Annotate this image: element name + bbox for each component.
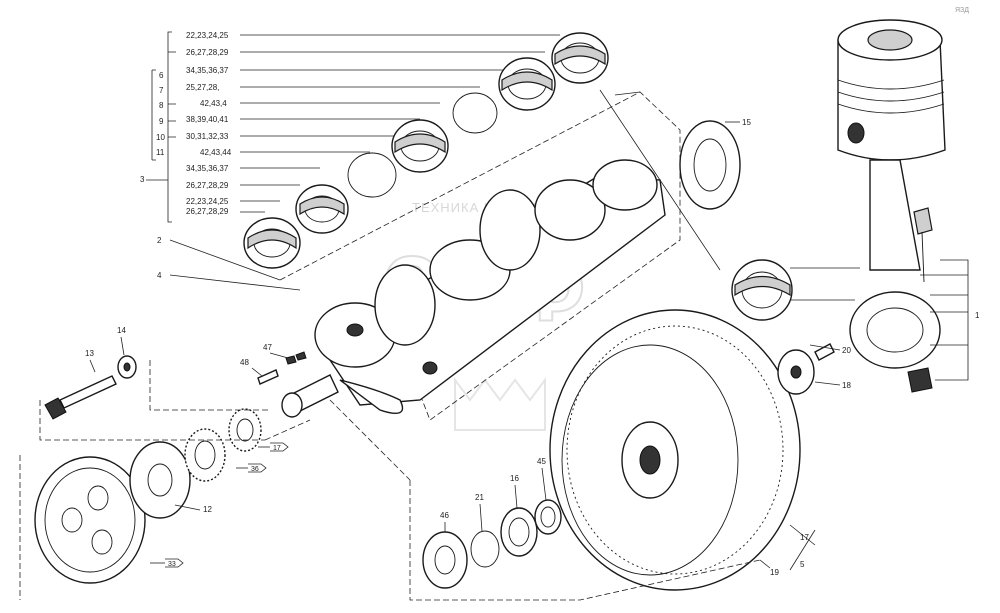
oil-seal	[679, 120, 741, 210]
ring-label: 22,23,24,25	[186, 197, 229, 206]
part-number-4: 4	[157, 271, 162, 280]
bracket-number: 6	[159, 71, 164, 80]
ring-label: 25,27,28,	[186, 83, 219, 92]
part-number-47: 47	[263, 343, 272, 352]
crank-pulley	[34, 456, 146, 584]
ring-label: 42,43,44	[200, 148, 232, 157]
corner-mark: ЯЗД	[955, 7, 969, 14]
callout-36: 36	[236, 463, 267, 473]
callout-33: 33	[150, 558, 184, 568]
pilot-bearing	[422, 531, 468, 589]
bracket-number: 8	[159, 101, 164, 110]
part-number-18: 18	[842, 381, 851, 390]
ring-label: 26,27,28,29	[186, 207, 229, 216]
front-bolt	[44, 375, 117, 420]
bracket-number: 11	[156, 148, 165, 157]
spacer-ring	[534, 499, 562, 535]
part-number-2: 2	[157, 236, 162, 245]
ring-label: 34,35,36,37	[186, 66, 229, 75]
crank-gear-large	[184, 428, 226, 482]
bearing-shell	[243, 217, 301, 269]
piston-connecting-rod	[837, 19, 946, 393]
part-number-1: 1	[975, 311, 980, 320]
bearing-shell	[498, 57, 556, 111]
bearing-shell	[391, 119, 449, 173]
ring-label: 26,27,28,29	[186, 48, 229, 57]
part-number-13: 13	[85, 349, 94, 358]
piston-ring	[347, 152, 397, 198]
ring-label-list: 22,23,24,25 26,27,28,29 34,35,36,37 25,2…	[140, 31, 232, 223]
ring-label: 26,27,28,29	[186, 181, 229, 190]
crank-gear-small	[228, 408, 262, 452]
main-bearing-shells	[243, 32, 609, 269]
piston-ring	[452, 92, 498, 134]
bearing-shell	[295, 184, 349, 234]
snap-ring	[470, 530, 500, 568]
flywheel	[549, 309, 801, 591]
svg-text:17: 17	[273, 445, 281, 452]
woodruff-key	[257, 351, 307, 385]
bearing-shell	[551, 32, 609, 84]
bracket-number: 7	[159, 86, 164, 95]
part-number-12: 12	[203, 505, 212, 514]
part-number-16: 16	[510, 474, 519, 483]
part-number-3: 3	[140, 175, 145, 184]
part-number-48: 48	[240, 358, 249, 367]
svg-text:33: 33	[168, 561, 176, 568]
part-number-45: 45	[537, 457, 546, 466]
part-number-5: 5	[800, 560, 805, 569]
ring-label: 42,43,4	[200, 99, 227, 108]
washer	[117, 355, 137, 379]
part-number-21: 21	[475, 493, 484, 502]
ring-label: 22,23,24,25	[186, 31, 229, 40]
bushing	[500, 507, 538, 557]
pulley-hub	[129, 441, 191, 519]
leader-lines	[240, 34, 560, 213]
part-number-17: 17	[800, 533, 809, 542]
bracket-number: 10	[156, 133, 165, 142]
callout-17: 17	[258, 442, 289, 452]
ring-label: 38,39,40,41	[186, 115, 229, 124]
bracket-number: 9	[159, 117, 164, 126]
part-number-15: 15	[742, 118, 751, 127]
ring-label: 30,31,32,33	[186, 132, 229, 141]
svg-text:36: 36	[251, 466, 259, 473]
part-number-46: 46	[440, 511, 449, 520]
part-number-20: 20	[842, 346, 851, 355]
crankshaft	[281, 159, 666, 418]
ring-label: 34,35,36,37	[186, 164, 229, 173]
part-number-14: 14	[117, 326, 126, 335]
part-number-19: 19	[770, 568, 779, 577]
flywheel-flange	[777, 343, 835, 395]
conrod-bearing-shell	[731, 259, 793, 321]
